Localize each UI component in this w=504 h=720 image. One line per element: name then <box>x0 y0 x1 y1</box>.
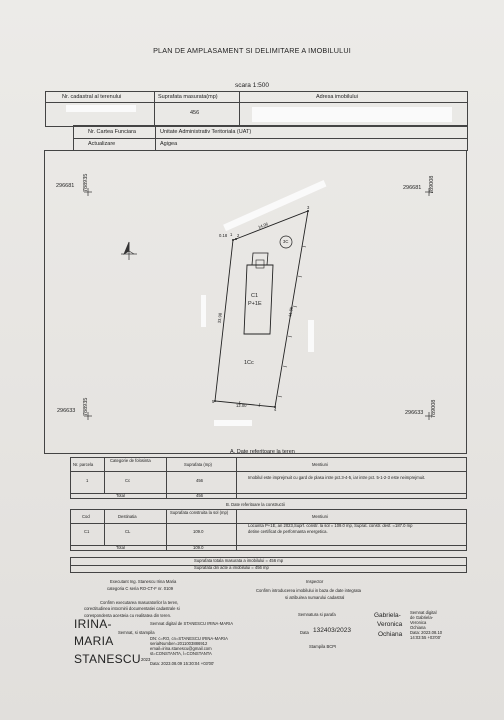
north-arrow-icon <box>121 241 137 260</box>
executant-sign-label: Semnat, si stampila <box>118 630 155 635</box>
inspector-confirm-1: Confirm introducerea imobilului in baza … <box>256 588 361 593</box>
scale-label: scara 1:500 <box>235 82 269 89</box>
measured-area-header: Suprafata masurata(mp) <box>158 94 218 100</box>
inspector-sign-label: Semnatura si parafa <box>298 612 336 617</box>
land-col-notes: Mentiuni <box>312 462 328 467</box>
cadastral-table: Nr. cadastral al terenului Suprafata mas… <box>45 91 468 127</box>
uat-header: Unitate Administrativ Teritoriala (UAT) <box>160 129 252 135</box>
coord-br-x: 296633 <box>405 410 424 416</box>
executant-signature-name-2: MARIA <box>74 634 114 648</box>
executant-sig-meta-6: Data: 2023.08.09 15:30:04 +03'00' <box>150 661 215 666</box>
executant-sig-meta-4: email=irina.stanescu@gmail.com <box>150 646 212 651</box>
construction-row-code: C1 <box>84 529 90 534</box>
dim-bottom: 12.00 <box>236 403 247 408</box>
inspector-sig-meta-4: Ochiana <box>410 625 426 630</box>
inspector-sig-meta-1: Semnat digital <box>410 610 437 615</box>
inspector-sig-meta-5: Data: 2023.08.10 <box>410 630 443 635</box>
summary-box <box>70 557 467 573</box>
uat-value: Agigea <box>160 141 178 147</box>
executant-sig-meta-5: st=CONSTANTA, l=CONSTANTA <box>150 651 212 656</box>
lot-code-label: 1Cc <box>244 360 254 366</box>
building-code-label: C1 <box>251 293 259 299</box>
address-header: Adresa imobilului <box>316 94 358 100</box>
executant-title: Executant Ing. Stanescu Irina Maria <box>110 579 177 584</box>
executant-category: categoria C seria RO-CT-F nr. 0109 <box>107 586 174 591</box>
inspector-sig-meta-3: Veronica <box>410 620 427 625</box>
inspector-date-value: 132403/2023 <box>313 627 351 634</box>
plan-drawing <box>84 179 433 426</box>
construction-data-table <box>70 509 467 551</box>
page-title: PLAN DE AMPLASAMENT SI DELIMITARE A IMOB… <box>153 46 351 55</box>
cadastral-number-header: Nr. cadastral al terenului <box>62 94 122 100</box>
executant-date: 2023 <box>141 657 151 662</box>
construction-col-area: Suprafata construita la sol (mp) <box>170 510 229 515</box>
parcel-outline <box>214 210 309 408</box>
inspector-date-label: Data <box>300 630 309 635</box>
fence-marks <box>238 245 307 408</box>
section-a-title: A. Date referitoare la teren <box>230 449 295 455</box>
executant-sig-meta-2: DN: c=RO, cn=STANESCU IRINA-MARIA <box>150 636 228 641</box>
inspector-sig-meta-2: de Gabriela- <box>410 615 434 620</box>
parcel-circle-label: 3C <box>283 239 289 244</box>
construction-row-notes-1: Locuinta P+1E, an 2023,Suprf. constr. la… <box>248 523 413 528</box>
executant-sig-meta-3: serialNumber=2011003886912 <box>150 641 208 646</box>
land-book-header: Nr. Cartea Funciara <box>88 129 136 135</box>
land-row-nr: 1 <box>86 478 89 483</box>
redacted-cadastral-number <box>66 105 136 112</box>
construction-col-notes: Mentiuni <box>312 514 328 519</box>
executant-confirm-3: corespondenta acesteia cu realitatea din… <box>84 613 172 618</box>
construction-row-notes-2: detine certificat de performanta energet… <box>248 529 328 534</box>
land-col-nr: Nr. parcela <box>73 462 94 467</box>
executant-signature-name-3: STANESCU <box>74 652 141 666</box>
inspector-signature-name-2: Veronica <box>377 621 403 628</box>
redacted-address <box>252 107 452 122</box>
land-row-area: 456 <box>196 478 203 483</box>
total-deed-area: Suprafata din acte a imobilului = 456 mp <box>194 565 269 570</box>
inspector-confirm-2: si atribuirea numarului cadastral <box>285 595 345 600</box>
land-row-notes: Imobilul este imprejmuit cu gard de plas… <box>248 475 426 480</box>
construction-row-use: CL <box>125 529 131 534</box>
coord-tr-x: 296681 <box>403 185 422 191</box>
measured-area-value: 456 <box>190 110 200 116</box>
inspector-signature-name-3: Ochiana <box>378 631 403 638</box>
total-measured-area: Suprafata totala masurata a imobilului =… <box>194 558 284 563</box>
executant-confirm-1: Confirm executarea masuratorilor la tere… <box>100 600 179 605</box>
point-1-label: 1 <box>230 232 233 237</box>
executant-sig-meta-1: Semnat digital de STANESCU IRINA-MARIA <box>150 621 233 626</box>
inspector-signature-name-1: Gabriela- <box>374 612 401 619</box>
construction-total-value: 109.0 <box>193 545 204 550</box>
inspector-title: Inspector <box>306 579 324 584</box>
inspector-stamp-label: Stampila BCPI <box>309 644 337 649</box>
land-total-value: 456 <box>196 493 203 498</box>
plan-frame <box>44 150 467 454</box>
point-5-label: 5 <box>212 399 215 404</box>
point-markers <box>214 210 309 408</box>
dim-top-short: 0.18 <box>219 233 228 238</box>
grid-crosses <box>84 188 433 420</box>
land-row-category: Cc <box>125 478 131 483</box>
inspector-sig-meta-6: 14:03:55 +03'00' <box>410 635 441 640</box>
executant-signature-name-1: IRINA- <box>74 617 112 631</box>
point-2-label: 2 <box>237 233 240 238</box>
land-col-area: Suprafata (mp) <box>184 462 212 467</box>
construction-total-label: Total <box>116 545 125 550</box>
executant-confirm-2: corectitudinea intocmirii documentatiei … <box>84 606 180 611</box>
construction-row-area: 109.0 <box>193 529 204 534</box>
land-total-label: Total <box>116 493 125 498</box>
land-col-category: Categorie de folosinta <box>110 458 151 463</box>
point-3-label: 3 <box>307 205 310 210</box>
update-label: Actualizare <box>88 141 116 147</box>
coord-tl-x: 296681 <box>56 183 75 189</box>
building-wing <box>251 252 269 266</box>
construction-col-code: Cod <box>82 514 90 519</box>
coord-bl-x: 296633 <box>57 408 76 414</box>
building-outline <box>243 264 274 335</box>
building-type-label: P+1E <box>248 301 262 307</box>
section-b-title: B. Date referitoare la constructii <box>226 502 285 507</box>
construction-col-use: Destinatia <box>118 514 137 519</box>
land-data-table <box>70 457 467 499</box>
point-4-label: 4 <box>274 407 277 412</box>
land-book-table: Nr. Cartea Funciara Unitate Administrati… <box>73 125 468 151</box>
